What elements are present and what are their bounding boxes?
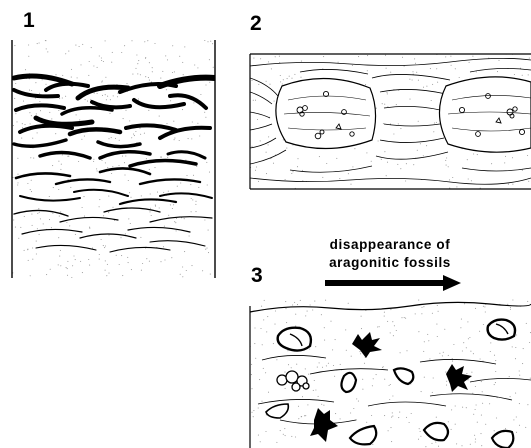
panel-1-number: 1 [23, 9, 35, 32]
panel-3-dissolved-bed [250, 299, 531, 448]
panel-1-shell-bed [11, 40, 215, 279]
panel-3-calcite-fossils [266, 320, 515, 448]
panel-2-number: 2 [250, 12, 262, 35]
arrow-head [443, 275, 461, 291]
arrow-shaft [325, 280, 445, 286]
process-arrow [325, 275, 461, 291]
panel-1-shell-fragments [14, 76, 215, 252]
caption-line-1: disappearance of [330, 237, 451, 252]
panel-3-number: 3 [251, 264, 263, 287]
panel-2-nodule-right [439, 77, 531, 152]
panel-3-top-surface [250, 302, 531, 312]
panel-2-nodular-bed [250, 54, 531, 189]
caption-line-2: aragonitic fossils [329, 255, 451, 270]
caption: disappearance of aragonitic fossils [329, 237, 451, 270]
panel-3-branching-fossils [310, 332, 472, 442]
